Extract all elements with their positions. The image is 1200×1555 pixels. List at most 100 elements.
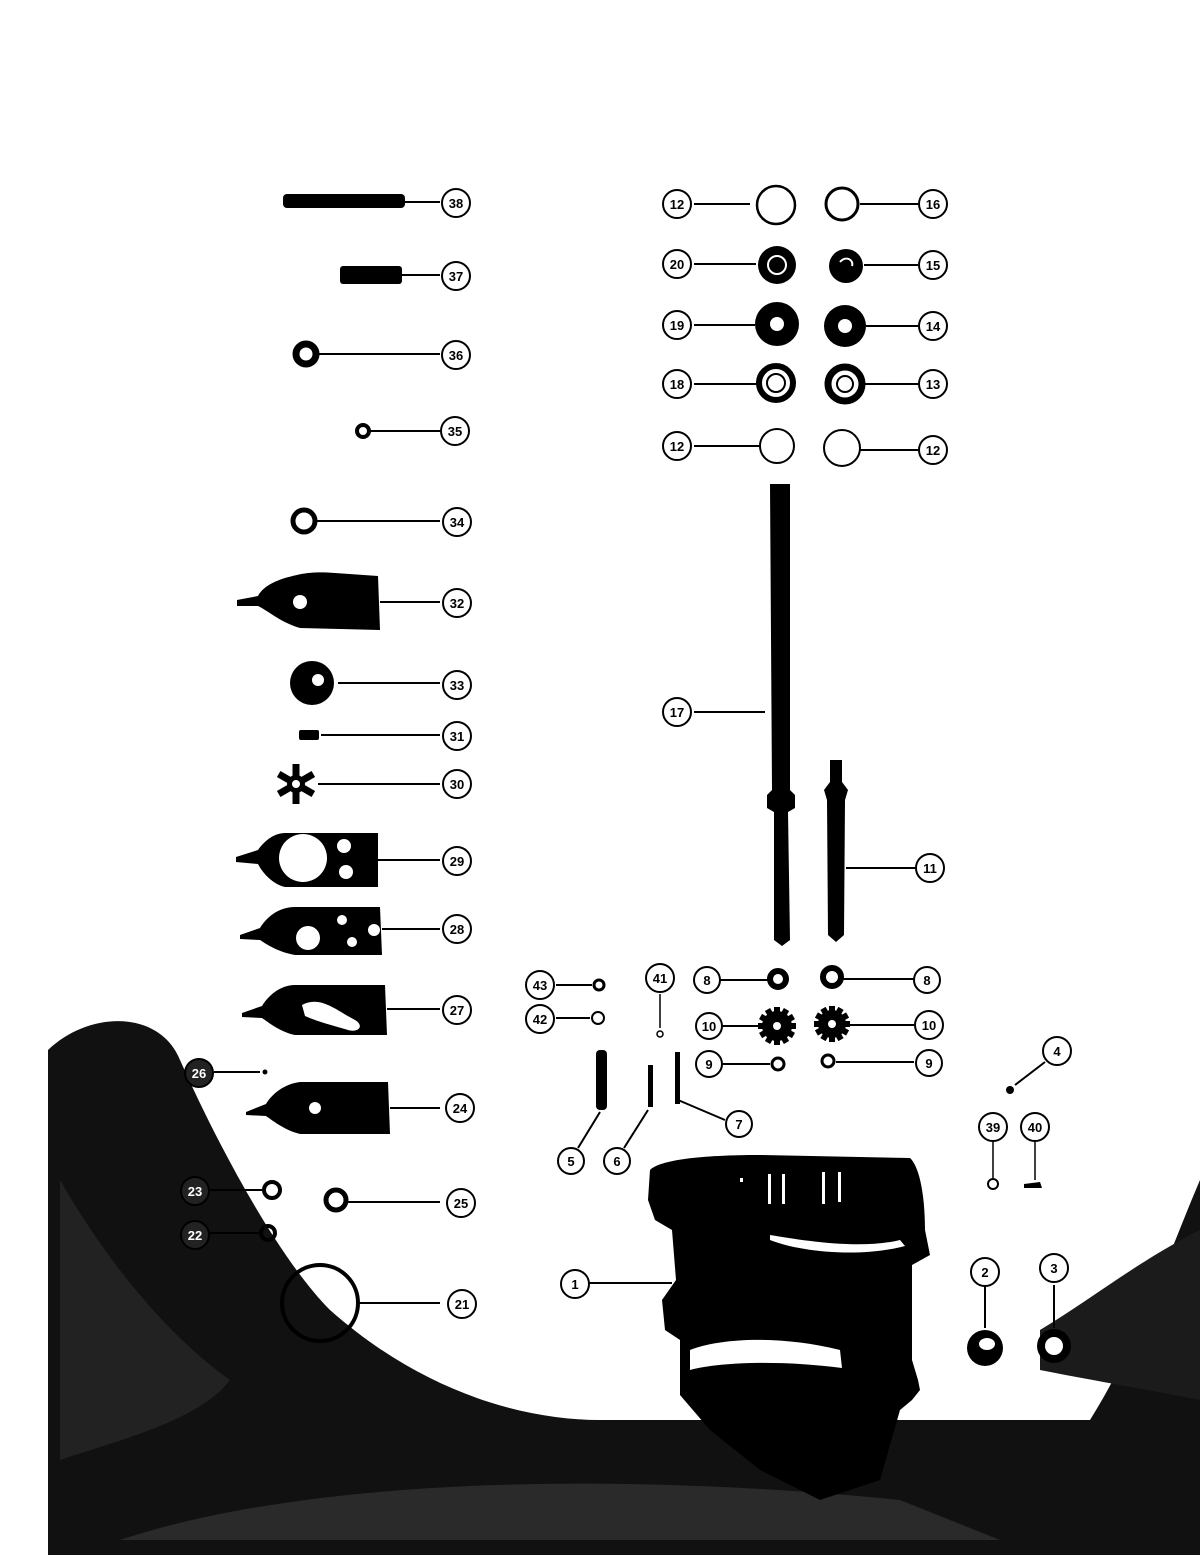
callout-number: 36 (449, 348, 463, 363)
callout-circle (978, 1112, 1008, 1142)
callout-circle (446, 1188, 476, 1218)
callout-circle (918, 250, 948, 280)
gear-housing (589, 1155, 930, 1500)
callout-number: 27 (450, 1003, 464, 1018)
callout-number: 25 (454, 1196, 468, 1211)
callout-bubbles: 38 37 36 35 34 32 33 31 30 29 28 27 26 2… (180, 188, 1072, 1319)
callout-number: 23 (188, 1184, 202, 1199)
callout-20: 20 (662, 249, 692, 279)
shafts (694, 484, 918, 946)
callout-circle (1042, 1036, 1072, 1066)
callout-circle (442, 995, 472, 1025)
callout-30: 30 (442, 769, 472, 799)
callout-27: 27 (442, 995, 472, 1025)
callout-21: 21 (447, 1289, 477, 1319)
callout-number: 43 (533, 978, 547, 993)
callout-8-a: 8 (693, 966, 721, 994)
callout-number: 37 (449, 269, 463, 284)
callout-circle (913, 966, 941, 994)
callout-number: 31 (450, 729, 464, 744)
callout-circle (915, 1049, 943, 1077)
callout-31: 31 (442, 721, 472, 751)
callout-number: 34 (450, 515, 465, 530)
callout-13: 13 (918, 369, 948, 399)
callout-circle (447, 1289, 477, 1319)
callout-32: 32 (442, 588, 472, 618)
callout-number: 20 (670, 257, 684, 272)
callout-circle (525, 1004, 555, 1034)
callout-26: 26 (184, 1058, 214, 1088)
callout-circle (1020, 1112, 1050, 1142)
callout-number: 13 (926, 377, 940, 392)
callout-number: 38 (449, 196, 463, 211)
callout-circle (695, 1050, 723, 1078)
callout-number: 5 (567, 1154, 574, 1169)
callout-circle (693, 966, 721, 994)
callout-circle (180, 1176, 210, 1206)
callout-24: 24 (445, 1093, 475, 1123)
callout-12-b: 12 (662, 431, 692, 461)
callout-41: 41 (645, 963, 675, 993)
callout-number: 29 (450, 854, 464, 869)
left-column-parts (210, 194, 440, 1343)
callout-circle (560, 1269, 590, 1299)
callout-9-b: 9 (915, 1049, 943, 1077)
callout-29: 29 (442, 846, 472, 876)
halftone-background (48, 1021, 1200, 1555)
callout-number: 32 (450, 596, 464, 611)
callout-circle (918, 435, 948, 465)
callout-circle (603, 1147, 631, 1175)
callout-number: 2 (981, 1265, 988, 1280)
callout-37: 37 (441, 261, 471, 291)
callout-12-c: 12 (918, 435, 948, 465)
callout-34: 34 (442, 507, 472, 537)
callout-11: 11 (915, 853, 945, 883)
callout-number: 41 (653, 971, 667, 986)
callout-6: 6 (603, 1147, 631, 1175)
callout-22: 22 (180, 1220, 210, 1250)
callout-8-b: 8 (913, 966, 941, 994)
callout-number: 24 (453, 1101, 468, 1116)
callout-number: 1 (571, 1277, 578, 1292)
callout-16: 16 (918, 189, 948, 219)
callout-number: 8 (703, 973, 710, 988)
callout-14: 14 (918, 311, 948, 341)
callout-circle (918, 189, 948, 219)
callout-18: 18 (662, 369, 692, 399)
callout-number: 3 (1050, 1261, 1057, 1276)
callout-10-a: 10 (695, 1012, 723, 1040)
callout-number: 8 (923, 973, 930, 988)
callout-circle (180, 1220, 210, 1250)
callout-number: 10 (702, 1019, 716, 1034)
callout-circle (442, 846, 472, 876)
callout-number: 15 (926, 258, 940, 273)
callout-number: 6 (613, 1154, 620, 1169)
callout-38: 38 (441, 188, 471, 218)
callout-number: 12 (670, 439, 684, 454)
callout-circle (725, 1110, 753, 1138)
callout-number: 10 (922, 1018, 936, 1033)
callout-circle (441, 340, 471, 370)
callout-circle (914, 1010, 944, 1040)
callout-35: 35 (440, 416, 470, 446)
gears-and-bushings (556, 965, 1046, 1190)
callout-number: 12 (670, 197, 684, 212)
callout-number: 22 (188, 1228, 202, 1243)
callout-circle (442, 914, 472, 944)
callout-circle (525, 970, 555, 1000)
callout-circle (662, 697, 692, 727)
callout-circle (645, 963, 675, 993)
callout-circle (557, 1147, 585, 1175)
callout-circle (442, 769, 472, 799)
callout-39: 39 (978, 1112, 1008, 1142)
callout-number: 9 (705, 1057, 712, 1072)
callout-circle (918, 369, 948, 399)
callout-36: 36 (441, 340, 471, 370)
callout-17: 17 (662, 697, 692, 727)
callout-circle (445, 1093, 475, 1123)
callout-15: 15 (918, 250, 948, 280)
callout-7: 7 (725, 1110, 753, 1138)
right-column-parts (694, 184, 918, 467)
callout-28: 28 (442, 914, 472, 944)
callout-number: 40 (1028, 1120, 1042, 1135)
